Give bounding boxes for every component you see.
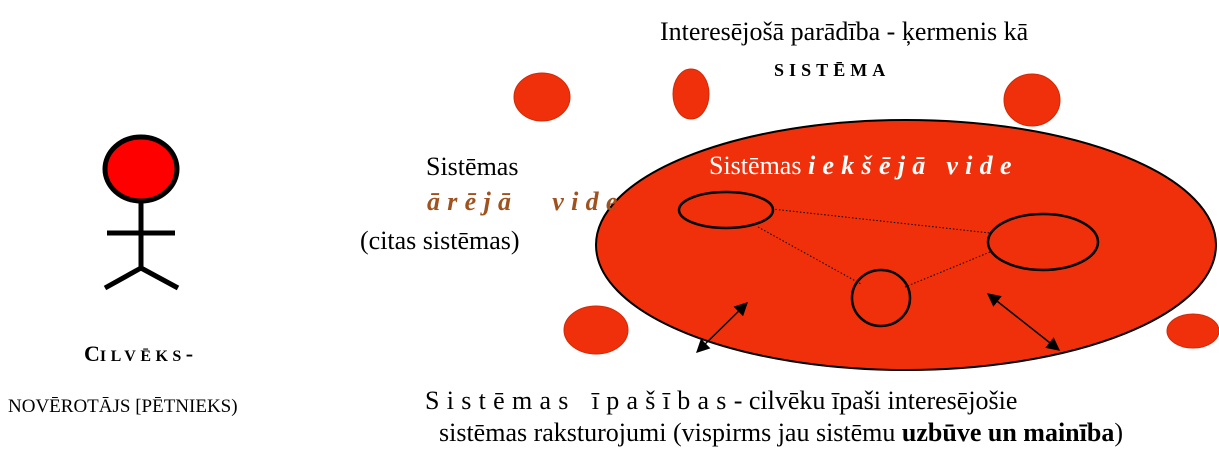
inner-env-label: Sistēmas iekšējā vide <box>709 153 1019 179</box>
external-system-blob-bottom-left <box>563 305 629 355</box>
outer-env-word-a: ārējā <box>427 187 519 216</box>
properties-line2-normal: sistēmas raksturojumi (vispirms jau sist… <box>439 418 902 447</box>
inner-env-prefix: Sistēmas <box>709 151 802 180</box>
outer-env-word-b: vide <box>552 187 625 216</box>
outer-env-line3: (citas sistēmas) <box>360 226 520 255</box>
double-headed-arrow-icon <box>986 293 1061 351</box>
internal-element-c <box>850 268 912 328</box>
link-ab <box>771 208 991 234</box>
observer-label-line2: NOVĒROTĀJS [PĒTNIEKS) <box>8 396 238 417</box>
external-system-blob-top <box>672 68 710 120</box>
stick-figure-icon <box>102 134 180 291</box>
properties-line2-bold: uzbūve un mainība <box>901 418 1115 447</box>
external-system-blob-bottom-right <box>1166 313 1219 349</box>
outer-env-line1: Sistēmas <box>426 152 519 181</box>
properties-word-properties: īpašības <box>591 386 734 415</box>
observer-label-line1: CILVĒKS- <box>84 343 193 365</box>
observer-label-rest: ILVĒKS <box>99 348 186 365</box>
system-title-line1: Interesējošā parādība - ķermenis kā <box>660 17 1029 46</box>
properties-line2-end: ) <box>1114 418 1123 447</box>
properties-line1: Sistēmas īpašības- cilvēku īpaši interesē… <box>425 388 1017 414</box>
link-bc <box>904 251 991 288</box>
external-system-blob-top-right <box>1003 73 1061 127</box>
outer-env-line2: ārējā vide <box>427 189 625 215</box>
inner-env-emphasis: iekšējā vide <box>807 151 1019 180</box>
system-title-line2: SISTĒMA <box>774 60 891 80</box>
system-body <box>595 119 1217 371</box>
link-ac <box>757 226 862 285</box>
observer-head <box>102 134 180 204</box>
observer-label-initial: C <box>84 341 100 366</box>
double-headed-arrow-icon <box>696 302 748 353</box>
internal-element-a <box>677 190 775 230</box>
properties-word-systems: Sistēmas <box>425 386 576 415</box>
external-system-blob-top-left <box>513 72 571 122</box>
properties-line2: sistēmas raksturojumi (vispirms jau sist… <box>439 420 1123 446</box>
internal-element-b <box>986 212 1100 272</box>
properties-rest: - cilvēku īpaši interesējošie <box>733 386 1018 415</box>
observer-label-dash: - <box>185 341 194 366</box>
